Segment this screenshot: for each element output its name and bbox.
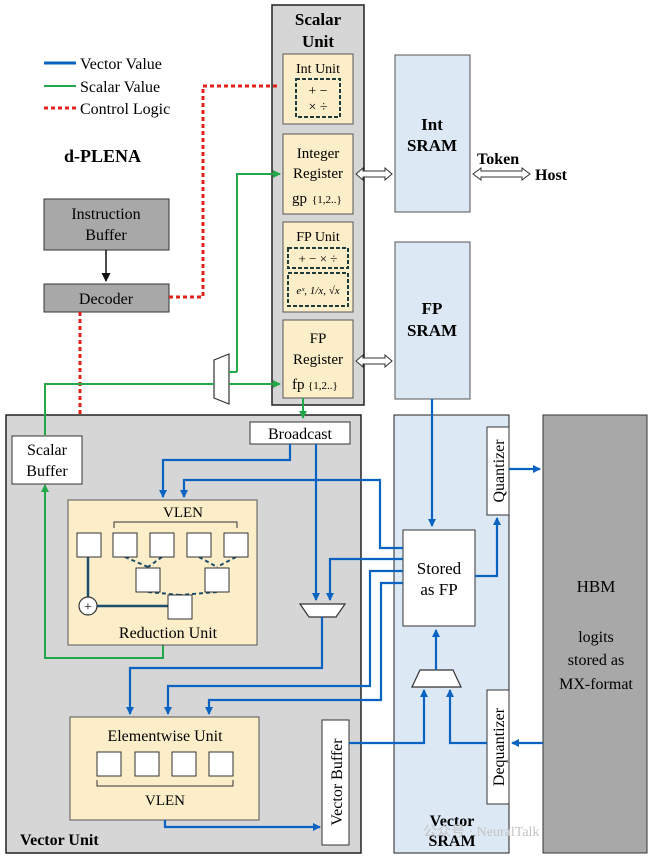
- fp-sram-line1: FP: [422, 299, 443, 318]
- hbm-text-line1: logits: [578, 629, 614, 646]
- scalar-buffer-line1: Scalar: [27, 442, 68, 459]
- token-label: Token: [477, 151, 519, 168]
- fp-register-box: [282, 319, 354, 399]
- legend-control-label: Control Logic: [80, 101, 170, 118]
- reduction-cell: [186, 532, 212, 558]
- dequantizer-label: Dequantizer: [491, 707, 508, 786]
- vector-wires: [126, 399, 543, 831]
- stored-as-fp-line1: Stored: [417, 559, 462, 578]
- scalar-buffer-box: [11, 435, 83, 485]
- fp-register-sram-link: [355, 353, 393, 369]
- instruction-buffer-box: [43, 198, 170, 251]
- reduction-cell: [223, 532, 249, 558]
- vector-sram-line2: SRAM: [428, 833, 475, 850]
- decoder-label: Decoder: [79, 291, 134, 308]
- reduction-cell: [167, 594, 193, 620]
- integer-register-box: [282, 133, 354, 215]
- fp-unit-label: FP Unit: [296, 230, 340, 245]
- quantizer-label: Quantizer: [491, 439, 508, 503]
- elementwise-vlen-bracket: [96, 780, 234, 787]
- stored-as-fp-line2: as FP: [420, 580, 457, 599]
- fp-funcs-box: [287, 272, 349, 307]
- elementwise-cell: [96, 751, 122, 777]
- integer-register-sub: {1,2..}: [312, 194, 342, 206]
- instruction-buffer-line1: Instruction: [71, 206, 140, 223]
- fp-register-sub: {1,2..}: [308, 380, 338, 392]
- legend: Vector Value Scalar Value Control Logic: [44, 56, 170, 118]
- vector-sram-mux: [411, 669, 462, 688]
- int-unit-label: Int Unit: [296, 62, 340, 77]
- int-ops-bottom: × ÷: [308, 100, 327, 115]
- control-to-int-unit: [169, 84, 280, 299]
- reduction-cell: [112, 532, 138, 558]
- sram-host-link: [472, 167, 531, 181]
- decoder-box: [43, 283, 170, 313]
- elementwise-cell: [208, 751, 234, 777]
- elementwise-vlen-label: VLEN: [145, 793, 185, 809]
- scalar-unit-title-line2: Unit: [302, 32, 334, 51]
- quantizer-box: [486, 426, 510, 516]
- scalar-buffer-to-mux: [44, 383, 214, 435]
- fp-ops: + − × ÷: [299, 251, 338, 266]
- fp-ops-box: [287, 247, 349, 269]
- elementwise-unit-label: Elementwise Unit: [107, 728, 223, 745]
- fp-sram-line2: SRAM: [407, 321, 457, 340]
- fp-funcs: eˣ, 1/x, √x: [296, 285, 339, 297]
- scalar-buffer-line2: Buffer: [26, 463, 68, 480]
- reduction-cell: [204, 567, 230, 593]
- reduction-cell: [135, 567, 161, 593]
- int-ops-top: + −: [308, 84, 327, 99]
- hbm-box: [542, 414, 648, 854]
- vector-unit-label: Vector Unit: [20, 832, 99, 849]
- broadcast-box: [249, 421, 351, 445]
- reduction-to-scalar-buffer: [41, 484, 164, 659]
- integer-register-symbol: gp: [292, 191, 307, 207]
- hbm-text-line2: stored as: [568, 652, 624, 669]
- vector-sram-line1: Vector: [430, 813, 475, 830]
- scalar-mux: [213, 353, 230, 405]
- int-sram-box: [394, 54, 471, 213]
- scalar-to-int-register: [236, 170, 281, 372]
- stored-as-fp-box: [402, 529, 476, 627]
- instruction-buffer-line2: Buffer: [85, 227, 127, 244]
- fp-sram-box: [394, 241, 471, 400]
- host-label: Host: [535, 167, 568, 184]
- vector-unit-mux: [298, 603, 347, 618]
- diagram-title: d-PLENA: [64, 146, 141, 166]
- watermark: 公众号 · NeuralTalk: [423, 824, 539, 840]
- fp-register-line1: FP: [310, 331, 327, 347]
- scalar-unit-title-line1: Scalar: [295, 10, 342, 29]
- reduction-vlen-bracket: [113, 521, 238, 528]
- elementwise-cell: [134, 751, 160, 777]
- adder-node: [78, 596, 98, 616]
- int-sram-line2: SRAM: [407, 136, 457, 155]
- integer-register-line1: Integer: [297, 146, 339, 162]
- integer-register-line2: Register: [293, 166, 343, 182]
- reduction-vlen-label: VLEN: [163, 505, 203, 521]
- dequantizer-box: [486, 689, 510, 805]
- elementwise-cell: [171, 751, 197, 777]
- vector-buffer-label: Vector Buffer: [329, 738, 346, 826]
- int-unit-box: [282, 53, 354, 125]
- reduction-cell: [76, 532, 102, 558]
- reduction-unit-label: Reduction Unit: [119, 625, 218, 642]
- fp-register-line2: Register: [293, 352, 343, 368]
- int-register-sram-link: [355, 166, 393, 182]
- hbm-text-line3: MX-format: [559, 676, 633, 693]
- int-ops-box: [295, 78, 341, 118]
- int-sram-line1: Int: [421, 115, 443, 134]
- vector-buffer-box: [321, 719, 350, 846]
- adder-symbol: +: [84, 600, 92, 615]
- legend-vector-label: Vector Value: [80, 56, 162, 73]
- legend-scalar-label: Scalar Value: [80, 79, 160, 96]
- hbm-title: HBM: [577, 577, 616, 596]
- broadcast-label: Broadcast: [268, 426, 333, 443]
- reduction-cell: [149, 532, 175, 558]
- fp-register-symbol: fp: [292, 377, 305, 393]
